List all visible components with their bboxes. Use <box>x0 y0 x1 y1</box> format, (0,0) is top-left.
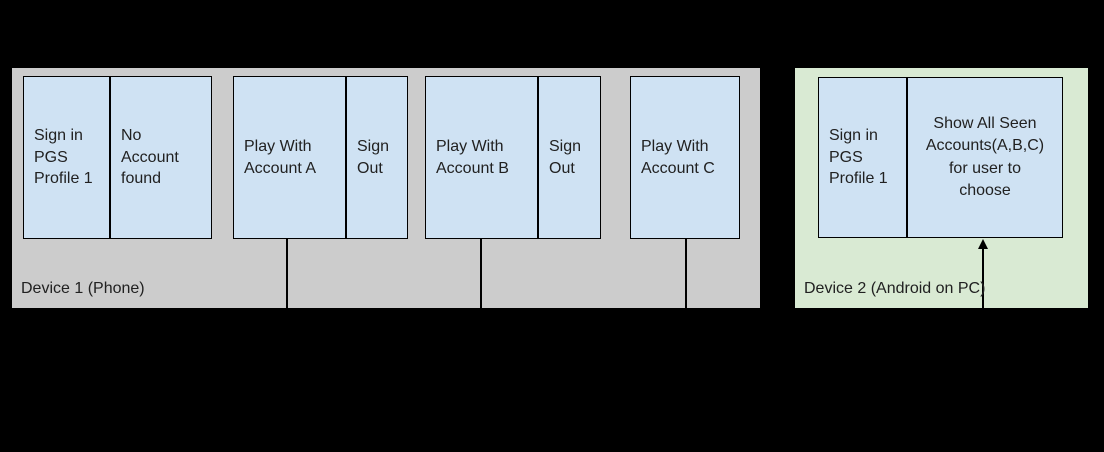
device1-label: Device 1 (Phone) <box>21 280 145 297</box>
step-play-with-account-c: Play With Account C <box>641 138 715 177</box>
step-play-with-account-a: Play With Account A <box>244 138 317 177</box>
connector-line-account-b <box>480 239 482 308</box>
step-play-account-c-group: Play With Account C <box>630 76 740 239</box>
step-no-account-found: No Account found <box>109 77 211 238</box>
step-signin-and-choose-account-group: Sign in PGS Profile 1 Show All Seen Acco… <box>818 77 1063 238</box>
step-play-account-a-group: Play With Account A Sign Out <box>233 76 408 239</box>
flow-arrow-up-icon <box>977 239 988 249</box>
step-play-account-b-group: Play With Account B Sign Out <box>425 76 601 239</box>
step-signin-and-no-account: Sign in PGS Profile 1 No Account found <box>23 76 212 239</box>
step-sign-in-pgs-profile1: Sign in PGS Profile 1 <box>34 127 93 188</box>
flow-arrow-line <box>982 242 984 308</box>
connector-line-account-c <box>685 239 687 308</box>
step-play-with-account-b: Play With Account B <box>436 138 509 177</box>
device1-panel: Sign in PGS Profile 1 No Account found P… <box>12 68 760 308</box>
connector-line-account-a <box>286 239 288 308</box>
device2-panel: Sign in PGS Profile 1 Show All Seen Acco… <box>795 68 1088 308</box>
step-sign-out-a: Sign Out <box>345 77 407 238</box>
step-show-all-seen-accounts: Show All Seen Accounts(A,B,C) for user t… <box>906 78 1062 237</box>
device2-label: Device 2 (Android on PC) <box>804 280 986 297</box>
step-sign-out-b: Sign Out <box>537 77 600 238</box>
step-sign-in-pgs-profile1-device2: Sign in PGS Profile 1 <box>829 127 888 188</box>
